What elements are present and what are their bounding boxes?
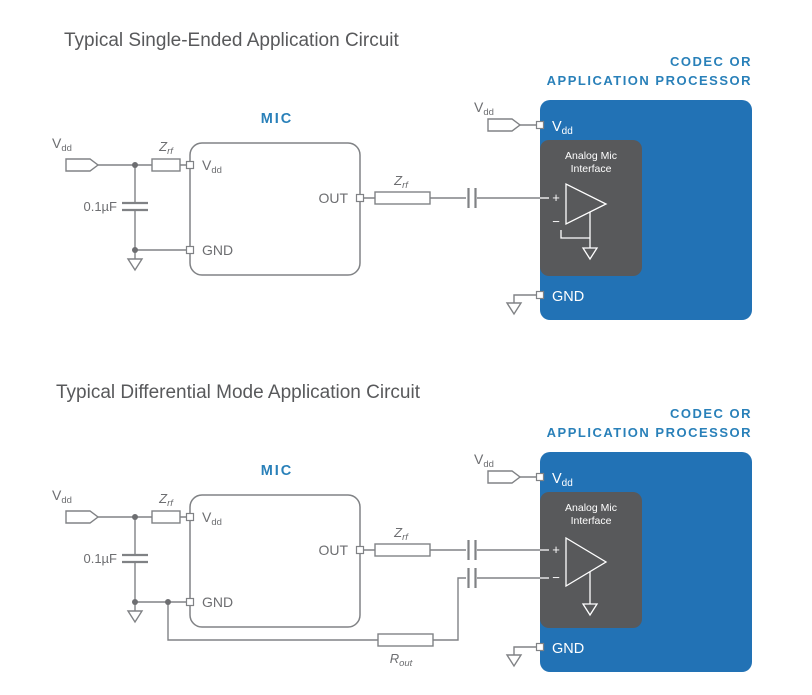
codec-vdd-label: Vdd bbox=[552, 119, 573, 137]
codec-gnd-label: GND bbox=[552, 641, 584, 657]
codec-vdd-pin bbox=[535, 120, 545, 130]
coupling-capacitor bbox=[467, 188, 477, 208]
ground-icon bbox=[126, 258, 144, 272]
series-resistor-zrf-label: Zrf bbox=[393, 173, 409, 191]
diagram-title: Typical Differential Mode Application Ci… bbox=[56, 382, 421, 403]
codec-label-line1: CODEC OR bbox=[670, 54, 752, 69]
junction-dot bbox=[132, 514, 138, 520]
mic-vdd-pin-label: Vdd bbox=[202, 157, 222, 176]
opamp-plus-label: + bbox=[552, 190, 560, 205]
codec-vdd-supply-label: Vdd bbox=[474, 451, 494, 470]
codec-vdd-label: Vdd bbox=[552, 471, 573, 489]
opamp-icon bbox=[565, 536, 608, 588]
ground-icon bbox=[505, 654, 523, 668]
mic-out-pin bbox=[355, 193, 365, 203]
opamp-ground-wire bbox=[560, 212, 591, 248]
opamp-minus-label: − bbox=[552, 570, 560, 585]
vdd-supply-flag-icon bbox=[487, 118, 522, 132]
codec-label-line1: CODEC OR bbox=[670, 406, 752, 421]
vdd-supply-flag-icon bbox=[487, 470, 522, 484]
series-resistor-zrf-label: Zrf bbox=[393, 525, 409, 543]
vdd-supply-flag-icon bbox=[65, 158, 100, 172]
series-resistor-zrf bbox=[374, 543, 431, 557]
diagram-differential: Typical Differential Mode Application Ci… bbox=[52, 382, 752, 672]
mic-gnd-pin bbox=[185, 597, 195, 607]
mic-block bbox=[189, 494, 361, 628]
bypass-capacitor bbox=[122, 201, 148, 212]
opamp-plus-label: + bbox=[552, 542, 560, 557]
mic-gnd-pin-label: GND bbox=[202, 242, 233, 258]
opamp-ground-icon bbox=[581, 603, 599, 617]
junction-dot bbox=[132, 162, 138, 168]
codec-label-line2: APPLICATION PROCESSOR bbox=[547, 425, 752, 440]
mic-gnd-pin bbox=[185, 245, 195, 255]
mic-out-pin-label: OUT bbox=[318, 190, 348, 206]
junction-dot bbox=[132, 599, 138, 605]
codec-vdd-supply-label: Vdd bbox=[474, 99, 494, 118]
junction-dot bbox=[165, 599, 171, 605]
vdd-supply-flag-icon bbox=[65, 510, 100, 524]
wires bbox=[98, 124, 540, 303]
diagram-title: Typical Single-Ended Application Circuit bbox=[64, 30, 400, 51]
codec-vdd-pin bbox=[535, 472, 545, 482]
vdd-supply-label: Vdd bbox=[52, 487, 72, 506]
analog-mic-interface-block bbox=[540, 492, 642, 628]
opamp-input-wire bbox=[540, 549, 549, 579]
vdd-supply-label: Vdd bbox=[52, 135, 72, 154]
codec-gnd-label: GND bbox=[552, 289, 584, 305]
mic-vdd-pin bbox=[185, 160, 195, 170]
bypass-capacitor-label: 0.1µF bbox=[83, 551, 117, 566]
interface-label-line2: Interface bbox=[571, 163, 612, 175]
interface-label-line2: Interface bbox=[571, 515, 612, 527]
mic-gnd-pin-label: GND bbox=[202, 594, 233, 610]
diagram-single-ended: Typical Single-Ended Application Circuit… bbox=[52, 30, 752, 320]
mic-out-pin bbox=[355, 545, 365, 555]
opamp-ground-icon bbox=[581, 247, 599, 261]
opamp-minus-label: − bbox=[552, 214, 560, 229]
opamp-icon bbox=[565, 182, 608, 226]
resistor-zrf-label: Zrf bbox=[158, 139, 174, 157]
coupling-capacitor bbox=[467, 540, 477, 560]
resistor-zrf-label: Zrf bbox=[158, 491, 174, 509]
junction-dot bbox=[132, 247, 138, 253]
analog-mic-interface-block bbox=[540, 140, 642, 276]
mic-label: MIC bbox=[261, 463, 294, 479]
interface-label-line1: Analog Mic bbox=[565, 150, 617, 162]
codec-gnd-pin bbox=[535, 290, 545, 300]
resistor-rout bbox=[377, 633, 434, 647]
mic-block bbox=[189, 142, 361, 276]
mic-label: MIC bbox=[261, 111, 294, 127]
resistor-zrf bbox=[151, 510, 181, 524]
coupling-capacitor bbox=[467, 568, 477, 588]
resistor-zrf bbox=[151, 158, 181, 172]
codec-gnd-pin bbox=[535, 642, 545, 652]
mic-vdd-pin-label: Vdd bbox=[202, 509, 222, 528]
resistor-rout-label: Rout bbox=[390, 651, 413, 669]
ground-icon bbox=[126, 610, 144, 624]
wires bbox=[98, 476, 540, 655]
mic-out-pin-label: OUT bbox=[318, 542, 348, 558]
interface-label-line1: Analog Mic bbox=[565, 502, 617, 514]
bypass-capacitor bbox=[122, 553, 148, 564]
bypass-capacitor-label: 0.1µF bbox=[83, 199, 117, 214]
codec-label-line2: APPLICATION PROCESSOR bbox=[547, 73, 752, 88]
series-resistor-zrf bbox=[374, 191, 431, 205]
mic-vdd-pin bbox=[185, 512, 195, 522]
ground-icon bbox=[505, 302, 523, 316]
